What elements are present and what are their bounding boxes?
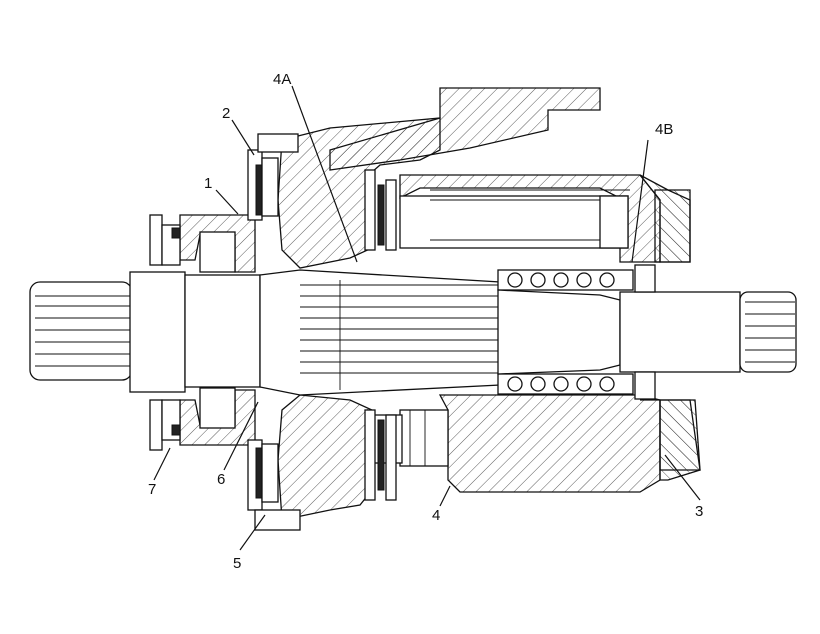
label-3: 3 (695, 503, 703, 520)
upper-bore (399, 189, 630, 249)
left-seal-stack (149, 214, 181, 451)
label-6: 6 (217, 471, 225, 488)
leader-3 (664, 454, 701, 501)
label-7: 7 (148, 481, 156, 498)
leader-7 (153, 447, 171, 481)
clutch-discs (364, 169, 397, 501)
leader-4b (631, 139, 649, 263)
leader-2 (231, 119, 255, 156)
leader-4a (291, 85, 358, 263)
label-4b: 4B (655, 121, 673, 138)
output-shaft (497, 264, 797, 400)
right-housing (654, 189, 701, 471)
label-2: 2 (222, 105, 230, 122)
left-cover (179, 214, 256, 446)
leader-1 (215, 189, 239, 215)
leader-4 (439, 485, 451, 507)
input-shaft (29, 269, 501, 396)
label-4a: 4A (273, 71, 291, 88)
label-1: 1 (204, 175, 212, 192)
leader-6 (223, 401, 259, 471)
main-housing (277, 117, 441, 521)
retaining-plates (247, 133, 301, 531)
central-splines (300, 280, 500, 390)
label-4: 4 (432, 507, 440, 524)
leader-lines (153, 85, 701, 551)
leader-5 (239, 514, 266, 551)
callouts: 1 2 4A 4B 3 4 5 6 7 (148, 71, 703, 572)
spring-chamber (497, 269, 634, 395)
label-5: 5 (233, 555, 241, 572)
